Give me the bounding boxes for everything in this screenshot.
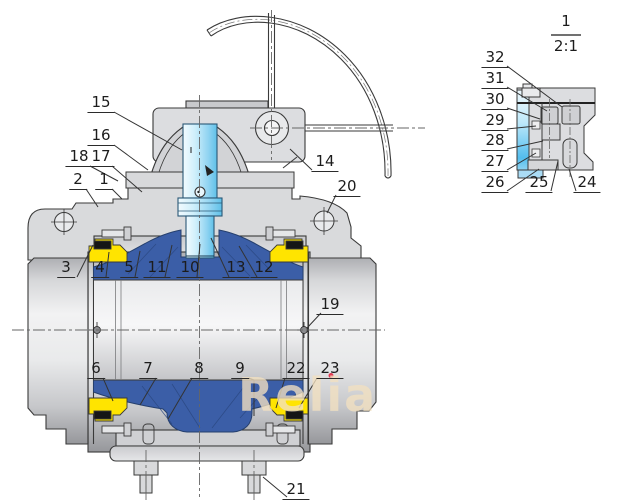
part-label-32: 32 (481, 50, 509, 68)
closure-stud (101, 226, 296, 437)
detail-bolt-right (561, 105, 581, 125)
part-label-26: 26 (481, 175, 509, 193)
seat-rings (88, 238, 309, 422)
flange-bolt-holes (51, 207, 338, 235)
part-label-6: 6 (87, 361, 105, 379)
leader-lines (76, 65, 577, 498)
part-label-24: 24 (573, 175, 601, 193)
part-label-25: 25 (525, 175, 553, 193)
part-label-31: 31 (481, 71, 509, 89)
part-label-29: 29 (481, 113, 509, 131)
part-label-8: 8 (190, 361, 208, 379)
part-label-15: 15 (87, 95, 115, 113)
part-label-28: 28 (481, 133, 509, 151)
part-label-7: 7 (139, 361, 157, 379)
part-label-18: 18 (65, 149, 93, 167)
detail-view (516, 34, 596, 179)
seal-bottom-right (285, 410, 304, 420)
part-label-13: 13 (222, 260, 250, 278)
part-label-19: 19 (316, 297, 344, 315)
part-label-17: 17 (87, 149, 115, 167)
drain-bolt (133, 460, 267, 494)
watermark: Relia (238, 368, 378, 422)
part-label-2: 2 (69, 172, 87, 190)
part-label-4: 4 (91, 260, 109, 278)
seal-bottom-left (93, 410, 112, 420)
detail-ref-scale: 2:1 (553, 37, 579, 55)
part-label-22: 22 (282, 361, 310, 379)
part-label-20: 20 (333, 179, 361, 197)
ball (93, 229, 304, 433)
seal-top-left (93, 240, 112, 250)
part-label-3: 3 (57, 260, 75, 278)
part-label-30: 30 (481, 92, 509, 110)
part-label-14: 14 (311, 154, 339, 172)
part-label-12: 12 (250, 260, 278, 278)
part-label-9: 9 (231, 361, 249, 379)
centerlines (12, 10, 425, 500)
part-label-10: 10 (176, 260, 204, 278)
part-label-1: 1 (95, 172, 113, 190)
part-label-23: 23 (316, 361, 344, 379)
red-marker-dot (328, 373, 334, 378)
part-label-27: 27 (481, 154, 509, 172)
seal-top-right (285, 240, 304, 250)
part-label-5: 5 (120, 260, 138, 278)
part-label-21: 21 (282, 482, 310, 500)
stem (177, 123, 223, 259)
detail-ref-number: 1 (561, 12, 571, 30)
part-label-16: 16 (87, 128, 115, 146)
part-label-11: 11 (143, 260, 171, 278)
